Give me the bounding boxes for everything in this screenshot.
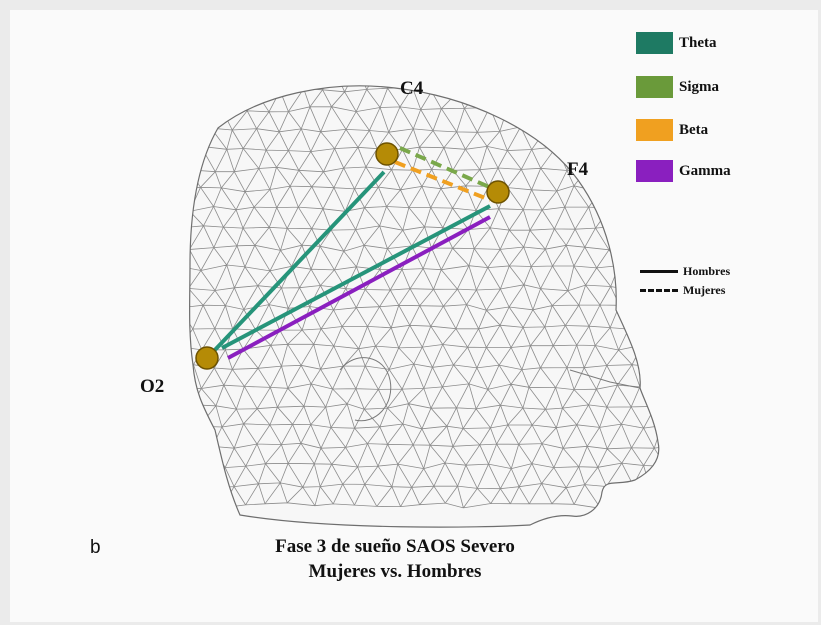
figure-panel: C4 F4 O2 Theta Sigma Beta Gamma Hombres … [10,10,818,622]
label-o2: O2 [140,376,164,398]
electrode-f4 [487,181,509,203]
legend-label-gamma: Gamma [679,163,731,180]
legend-item-gamma: Gamma [636,160,731,182]
legend-item-theta: Theta [636,32,717,54]
solid-line-sample [640,270,678,273]
gamma-swatch [636,160,673,182]
head-diagram [10,10,818,622]
theta-swatch [636,32,673,54]
caption-line-2: Mujeres vs. Hombres [185,561,605,583]
electrode-c4 [376,143,398,165]
dashed-line-sample [640,289,678,292]
legend-label-hombres: Hombres [683,264,730,279]
legend-label-sigma: Sigma [679,79,719,96]
legend-item-sigma: Sigma [636,76,719,98]
legend-label-beta: Beta [679,122,708,139]
panel-letter: b [90,537,101,559]
label-f4: F4 [567,159,588,181]
electrode-o2 [196,347,218,369]
legend-label-mujeres: Mujeres [683,283,725,298]
sigma-swatch [636,76,673,98]
label-c4: C4 [400,78,423,100]
legend-item-beta: Beta [636,119,708,141]
legend-label-theta: Theta [679,35,717,52]
legend-dashed: Mujeres [640,283,725,298]
caption-line-1: Fase 3 de sueño SAOS Severo [185,536,605,558]
beta-swatch [636,119,673,141]
legend-solid: Hombres [640,264,730,279]
